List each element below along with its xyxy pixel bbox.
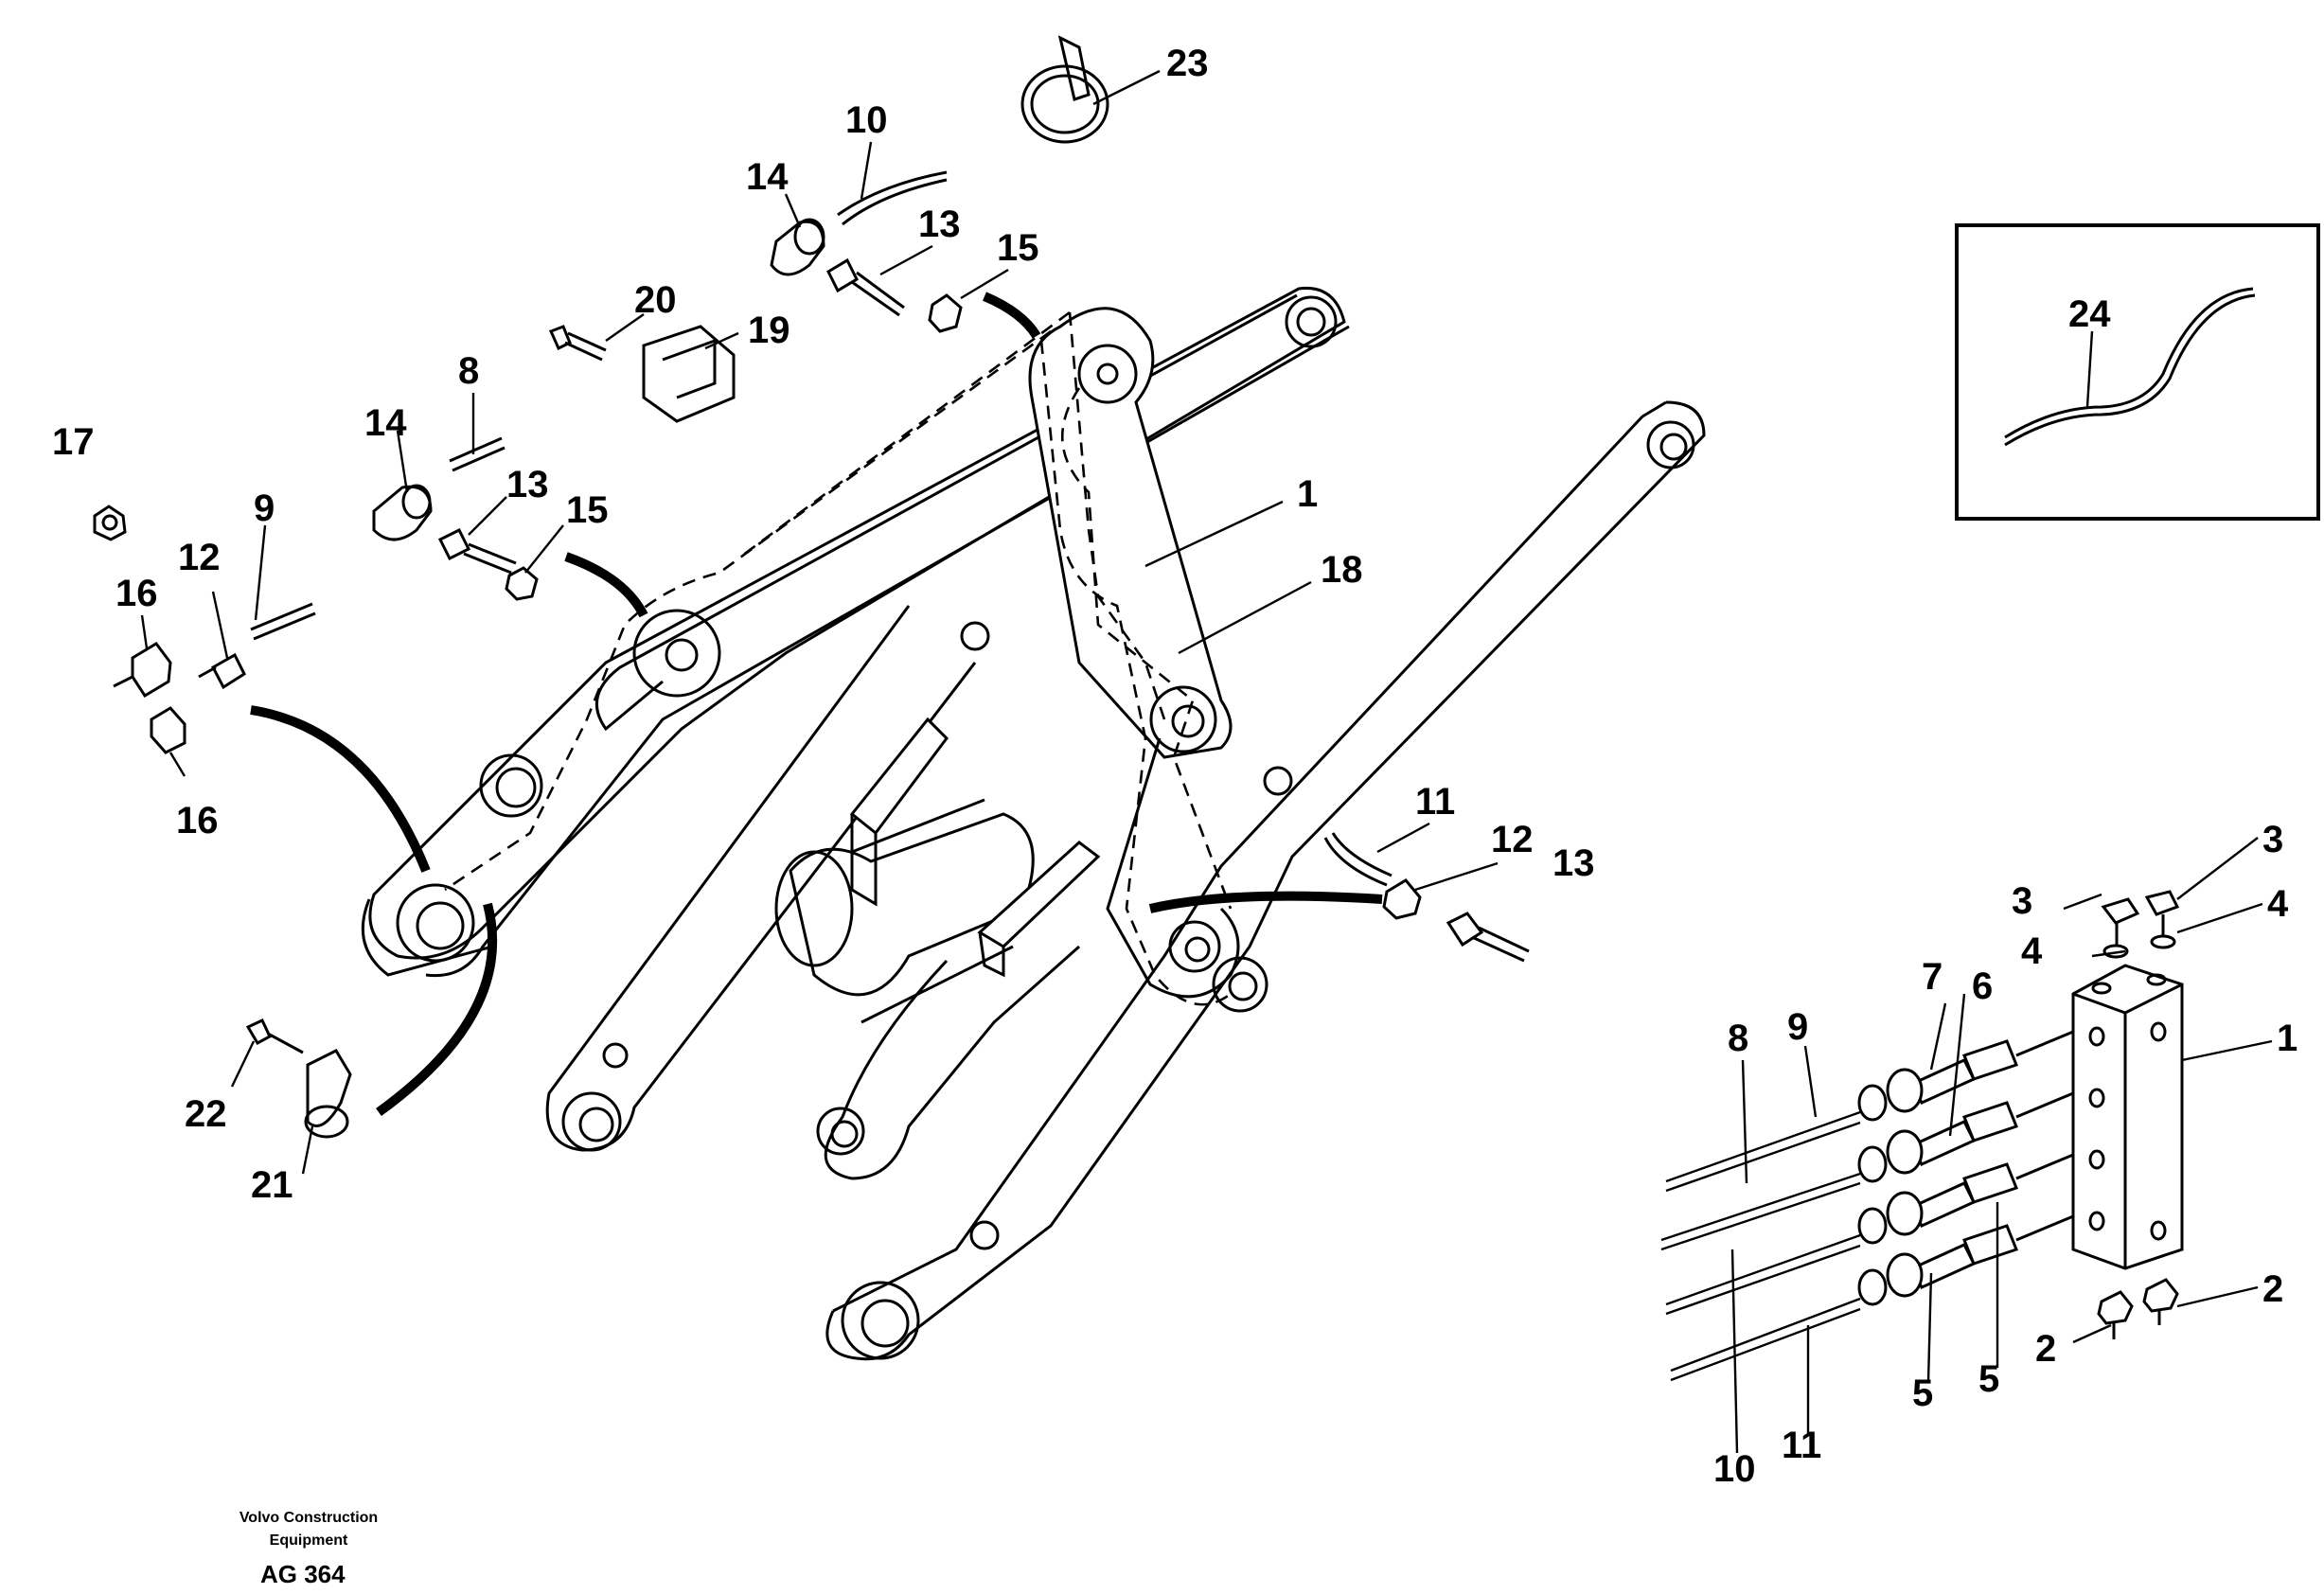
- elbow-fitting-14-left: [372, 484, 433, 541]
- callout-22: 22: [185, 1093, 227, 1135]
- hose-to-lever-top: [983, 292, 1041, 339]
- callout-16: 16: [115, 573, 158, 614]
- callout-17: 17: [52, 421, 95, 463]
- elbow-fitting-14-top: [770, 218, 825, 276]
- callout-10: 10: [1713, 1448, 1756, 1490]
- hose-clamp-23: [1020, 35, 1109, 144]
- hose-to-boom-left: [250, 705, 431, 873]
- hose-11-right: [1323, 832, 1393, 887]
- callout-20: 20: [634, 279, 677, 321]
- company-name-line1: Volvo Construction: [239, 1510, 378, 1526]
- callout-5: 5: [1912, 1373, 1933, 1414]
- callout-13: 13: [918, 204, 961, 245]
- valve-7: [1857, 1030, 2074, 1122]
- callout-3: 3: [2012, 880, 2032, 922]
- callout-21: 21: [251, 1164, 293, 1206]
- hose-routes: [444, 310, 1233, 1006]
- callout-19: 19: [748, 310, 790, 351]
- callout-12: 12: [1491, 819, 1534, 860]
- loader-arm-assembly: [361, 286, 1706, 1361]
- callout-numbers: 23 10 14 13 15 20 19 8 17 14 13 15 9 12 …: [52, 43, 2297, 1490]
- callout-1: 1: [2277, 1018, 2297, 1059]
- screw-13-left: [437, 527, 517, 575]
- clamp-block-19: [642, 325, 736, 423]
- callout-8: 8: [458, 350, 479, 392]
- callout-18: 18: [1321, 549, 1363, 591]
- inset-box-hose-24: [1955, 223, 2320, 521]
- nut-15-top: [928, 293, 963, 333]
- callout-5: 5: [1978, 1358, 1999, 1400]
- callout-9: 9: [1787, 1006, 1808, 1048]
- distribution-block-detail: [1660, 890, 2184, 1382]
- callout-24: 24: [2068, 293, 2111, 335]
- connector-16-top: [113, 642, 172, 699]
- callout-10: 10: [845, 99, 888, 141]
- callout-11: 11: [1782, 1425, 1821, 1466]
- callout-14: 14: [364, 402, 407, 444]
- callout-4: 4: [2267, 883, 2289, 925]
- callout-8: 8: [1728, 1018, 1748, 1059]
- hose-8-left: [449, 436, 506, 472]
- leader-lines: [140, 69, 2273, 1454]
- callout-4: 4: [2021, 930, 2043, 972]
- callout-6: 6: [1972, 965, 1993, 1007]
- pipe-clamp-21: [304, 1049, 352, 1139]
- callout-15: 15: [566, 489, 609, 531]
- callout-2: 2: [2262, 1268, 2283, 1310]
- callout-9: 9: [254, 487, 275, 529]
- callout-15: 15: [997, 227, 1039, 269]
- callout-1: 1: [1297, 473, 1318, 515]
- hose-curves: [250, 292, 1383, 1117]
- fitting-12-left: [198, 652, 246, 690]
- callout-12: 12: [178, 537, 221, 578]
- callout-16: 16: [176, 800, 219, 841]
- screw-22: [245, 1018, 304, 1054]
- screw-13-top: [826, 257, 905, 317]
- nut-15-left: [505, 566, 539, 601]
- callout-7: 7: [1922, 956, 1943, 998]
- footer-caption: Volvo Construction Equipment AG 364: [239, 1510, 378, 1588]
- hose-9-left: [250, 602, 316, 641]
- callout-3: 3: [2262, 819, 2283, 860]
- screw-20: [548, 325, 607, 362]
- callout-13: 13: [1552, 842, 1595, 884]
- callout-23: 23: [1166, 43, 1209, 84]
- callout-13: 13: [506, 464, 549, 505]
- hose-10-top: [837, 170, 948, 226]
- connector-16-bottom: [150, 706, 186, 754]
- valve-5-lower: [1857, 1214, 2074, 1306]
- hose-to-clamp: [376, 902, 498, 1117]
- screw-13-right: [1446, 912, 1530, 963]
- valve-5-upper: [1857, 1153, 2074, 1245]
- hose-to-pivot: [564, 552, 648, 618]
- fitting-12-right: [1382, 878, 1422, 920]
- callout-14: 14: [746, 156, 789, 198]
- nut-17: [93, 505, 127, 541]
- callout-2: 2: [2035, 1328, 2056, 1370]
- hose-to-right-fitting: [1148, 891, 1383, 913]
- valve-6: [1857, 1091, 2074, 1183]
- company-name-line2: Equipment: [270, 1532, 348, 1549]
- callout-11: 11: [1415, 781, 1455, 823]
- drawing-code: AG 364: [260, 1560, 346, 1588]
